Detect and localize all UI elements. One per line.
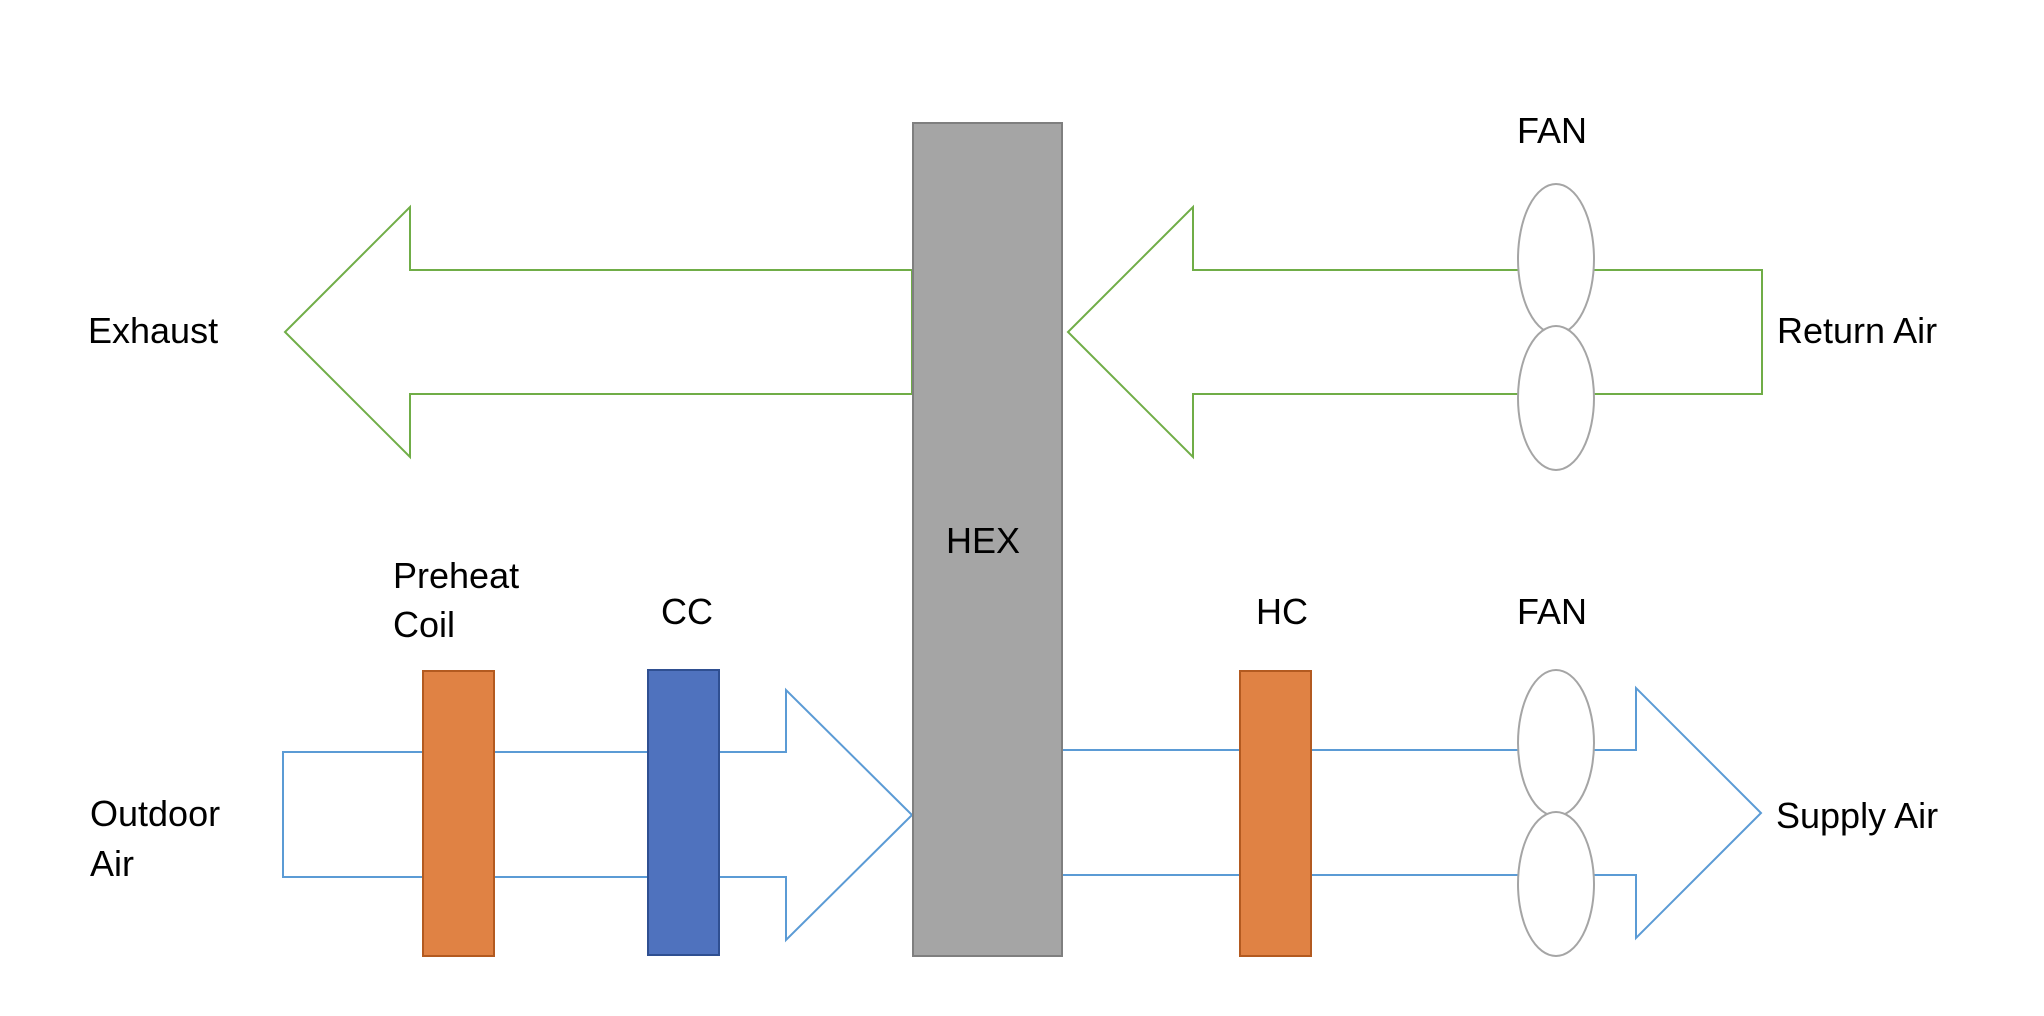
hex-label: HEX <box>946 520 1020 561</box>
cooling-coil-icon <box>647 669 720 956</box>
preheat-coil-icon <box>422 670 495 957</box>
preheat-coil-label-line1: Preheat <box>393 555 519 596</box>
outdoor-air-arrow-icon <box>282 687 914 943</box>
heating-coil-icon <box>1239 670 1312 957</box>
heat-exchanger <box>912 122 1063 957</box>
return-air-label: Return Air <box>1777 310 1937 351</box>
supply-air-label: Supply Air <box>1776 795 1938 836</box>
outdoor-air-label-line1: Outdoor <box>90 793 220 834</box>
supply-fan-icon <box>1517 669 1595 957</box>
return-fan-label: FAN <box>1517 110 1587 151</box>
outdoor-air-label-line2: Air <box>90 843 134 884</box>
supply-air-arrow-icon <box>1061 685 1763 941</box>
preheat-coil-label-line2: Coil <box>393 604 455 645</box>
exhaust-label: Exhaust <box>88 310 218 351</box>
return-air-arrow-icon <box>1066 204 1763 460</box>
exhaust-arrow-icon <box>283 204 913 460</box>
heating-coil-label: HC <box>1256 591 1308 632</box>
supply-fan-label: FAN <box>1517 591 1587 632</box>
cooling-coil-label: CC <box>661 591 713 632</box>
return-fan-icon <box>1517 183 1595 471</box>
